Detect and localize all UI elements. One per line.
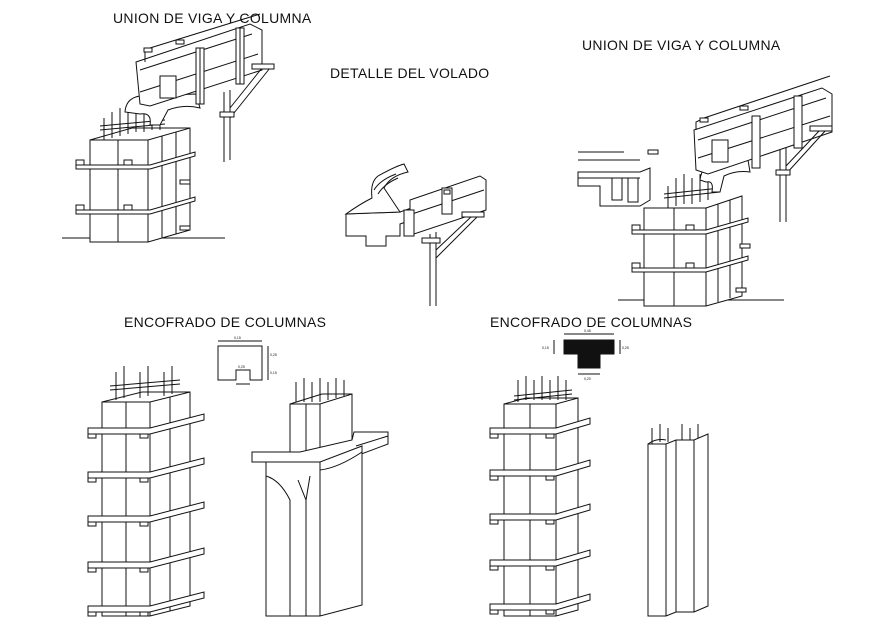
section-left: 0,15 0,25 0,15 0,25 [217, 336, 277, 385]
volado-detail [344, 163, 487, 306]
dim-left-2: 0,25 [270, 353, 277, 357]
title-encofrado-left: ENCOFRADO DE COLUMNAS [124, 314, 327, 330]
title-encofrado-right: ENCOFRADO DE COLUMNAS [490, 314, 693, 330]
dim-right-3: 0,25 [622, 346, 629, 350]
yokes-left [87, 413, 205, 617]
section-right: 0,45 0,15 0,25 0,20 [542, 329, 629, 381]
t-column-right [647, 424, 709, 617]
dim-right-4: 0,20 [584, 377, 591, 381]
union-right-detail [577, 75, 833, 307]
dim-right-2: 0,15 [542, 346, 549, 350]
dim-left-1: 0,15 [234, 336, 241, 340]
yokes-right [489, 417, 591, 615]
column-capital-left [251, 378, 389, 617]
dim-right-1: 0,45 [584, 329, 591, 333]
encofrado-left-detail: 0,15 0,25 0,15 0,25 [87, 336, 389, 617]
title-union-right: UNION DE VIGA Y COLUMNA [582, 37, 781, 53]
encofrado-right-detail: 0,45 0,15 0,25 0,20 [489, 329, 709, 617]
title-volado: DETALLE DEL VOLADO [330, 65, 490, 81]
union-left-detail [62, 13, 275, 243]
dim-left-4: 0,25 [238, 365, 245, 369]
title-union-left: UNION DE VIGA Y COLUMNA [113, 10, 312, 26]
dim-left-3: 0,15 [270, 371, 277, 375]
